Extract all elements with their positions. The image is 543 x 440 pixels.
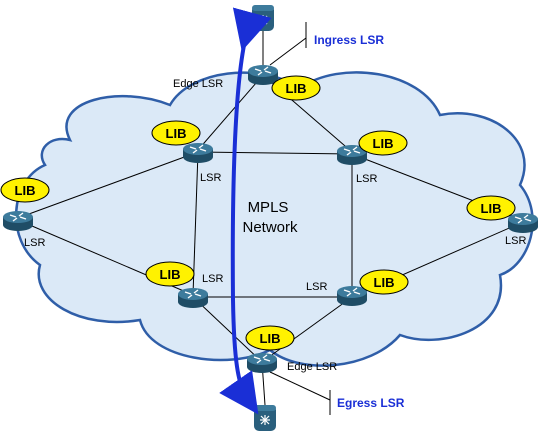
router-icon-lower-right	[336, 285, 368, 307]
network-title-line1: MPLS	[248, 199, 289, 216]
lib-label: LIB	[374, 275, 395, 290]
router-icon-edge-top	[247, 64, 279, 86]
lib-bubble-left	[0, 177, 50, 203]
router-icon-lower-left	[177, 287, 209, 309]
lib-label: LIB	[286, 81, 307, 96]
host-icon-top	[251, 4, 275, 32]
router-label-upper-right: LSR	[356, 173, 377, 185]
lib-bubble-lower-right	[359, 269, 409, 295]
lib-bubble-right	[466, 195, 516, 221]
router-icon-edge-bottom	[246, 352, 278, 374]
router-icon-left	[2, 210, 34, 232]
callout-lines	[269, 22, 331, 415]
router-label-edge-bottom: Edge LSR	[287, 361, 337, 373]
lib-label: LIB	[160, 267, 181, 282]
router-label-upper-left: LSR	[200, 172, 221, 184]
lib-bubble-upper-left	[151, 120, 201, 146]
router-label-lower-right: LSR	[306, 281, 327, 293]
lib-bubble-edge-top	[271, 75, 321, 101]
router-label-left: LSR	[24, 237, 45, 249]
lib-label: LIB	[373, 136, 394, 151]
router-label-lower-left: LSR	[202, 273, 223, 285]
router-label-edge-top: Edge LSR	[173, 78, 223, 90]
lib-label: LIB	[166, 126, 187, 141]
lib-bubble-lower-left	[145, 261, 195, 287]
egress-lsr-callout: Egress LSR	[337, 396, 405, 410]
host-icon-bottom	[253, 404, 277, 432]
ingress-lsr-callout: Ingress LSR	[314, 33, 384, 47]
lib-label: LIB	[260, 331, 281, 346]
lib-label: LIB	[481, 201, 502, 216]
lib-label: LIB	[15, 183, 36, 198]
router-icon-upper-left	[182, 142, 214, 164]
network-title-line2: Network	[242, 219, 298, 236]
lsp-path-arrow	[219, 7, 272, 415]
router-icon-right	[507, 212, 539, 234]
router-label-right: LSR	[505, 235, 526, 247]
lib-bubble-upper-right	[358, 130, 408, 156]
